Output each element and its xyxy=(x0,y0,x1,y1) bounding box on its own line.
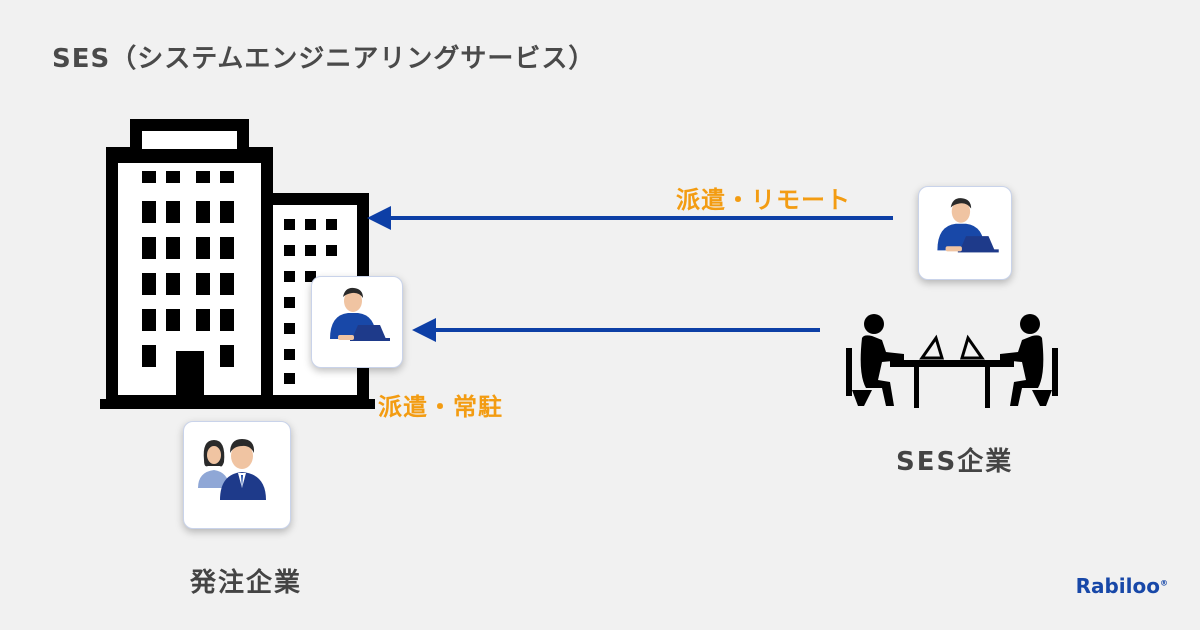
page-title: SES（システムエンジニアリングサービス） xyxy=(52,44,596,74)
business-people-icon xyxy=(198,439,266,500)
engineer-laptop-icon xyxy=(330,287,390,341)
client-people-card xyxy=(183,421,291,529)
onsite-arrow xyxy=(412,318,820,342)
engineer-laptop-icon xyxy=(937,198,999,253)
remote-arrow xyxy=(367,206,893,230)
remote-engineer-card xyxy=(918,186,1012,280)
brand-logo: Rabiloo® xyxy=(1075,574,1168,598)
onsite-engineer-card xyxy=(311,276,403,368)
meeting-table-icon xyxy=(846,314,1058,408)
remote-label: 派遣・リモート xyxy=(676,186,851,214)
client-label: 発注企業 xyxy=(190,568,303,598)
vendor-label: SES企業 xyxy=(896,447,1014,477)
onsite-label: 派遣・常駐 xyxy=(378,393,503,421)
office-building-icon xyxy=(100,119,375,409)
